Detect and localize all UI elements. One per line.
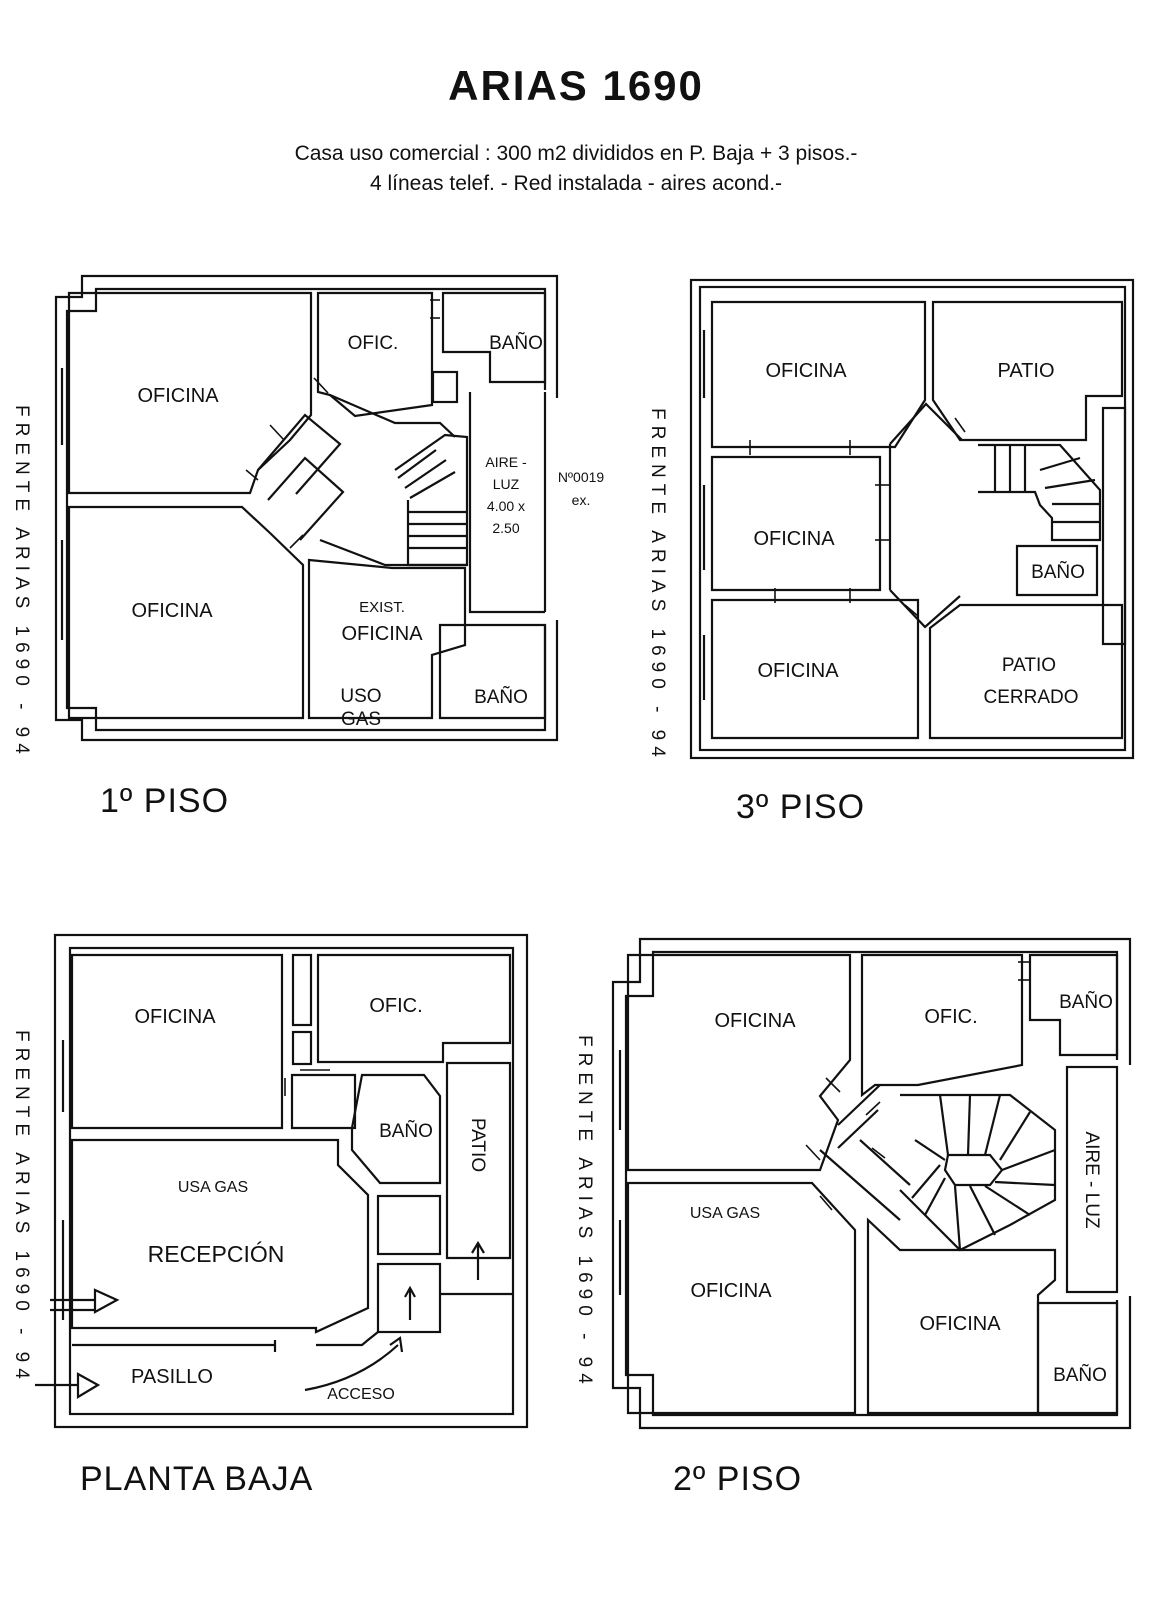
label-bano: BAÑO <box>379 1120 433 1142</box>
room-bano-bottom <box>438 623 547 720</box>
room-ofic <box>316 291 434 418</box>
label-oficina: OFICINA <box>134 1006 216 1028</box>
floor-label-piso-3: 3º PISO <box>736 788 866 826</box>
room-patio <box>931 300 1124 442</box>
outer-wall <box>65 287 547 732</box>
label-pasillo: PASILLO <box>131 1366 213 1388</box>
room-oficina-bottom <box>626 1181 857 1415</box>
label-oficina: OFICINA <box>137 385 219 407</box>
label-luz: LUZ <box>493 476 520 492</box>
label-dim: 4.00 x <box>487 498 525 514</box>
room-oficina-top <box>67 291 313 495</box>
label-gas: GAS <box>341 709 381 730</box>
front-label: FRENTE ARIAS 1690 - 94 <box>11 405 32 760</box>
outer-wall <box>53 933 529 1429</box>
room-bano <box>350 1073 442 1185</box>
label-existente: EXIST. <box>359 599 405 616</box>
label-oficina: OFICINA <box>765 360 847 382</box>
room-patio <box>445 1061 512 1260</box>
label-patio: PATIO <box>467 1118 488 1172</box>
room-oficina-mid <box>710 455 882 592</box>
label-patio: PATIO <box>997 360 1054 382</box>
floor-label-piso-2: 2º PISO <box>673 1460 803 1498</box>
description-line-1: Casa uso comercial : 300 m2 divididos en… <box>294 142 858 165</box>
room-oficina-top <box>626 953 852 1172</box>
label-oficina: OFICINA <box>690 1280 772 1302</box>
label-ofic: OFIC. <box>348 333 399 354</box>
room-oficina-top <box>710 300 927 449</box>
label-aire: AIRE - <box>485 454 527 470</box>
label-recepcion: RECEPCIÓN <box>148 1241 285 1267</box>
label-aire-luz: AIRE - LUZ <box>1081 1131 1102 1229</box>
label-oficina: OFICINA <box>714 1010 796 1032</box>
label-expediente: ex. <box>572 492 591 508</box>
label-ofic: OFIC. <box>924 1006 977 1028</box>
label-dim: 2.50 <box>492 520 519 536</box>
outer-wall <box>624 950 1119 1417</box>
front-label: FRENTE ARIAS 1690 - 94 <box>647 408 668 763</box>
room-bano-top <box>441 291 547 384</box>
label-bano: BAÑO <box>474 686 528 708</box>
label-oficina: OFICINA <box>757 660 839 682</box>
front-label: FRENTE ARIAS 1690 - 94 <box>574 1035 595 1390</box>
label-oficina: OFICINA <box>753 528 835 550</box>
floor-label-planta-baja: PLANTA BAJA <box>80 1460 314 1498</box>
label-patio: PATIO <box>1002 655 1056 676</box>
room-oficina-bottom <box>67 505 305 720</box>
label-uso: USO <box>340 686 381 707</box>
label-bano: BAÑO <box>1031 561 1085 583</box>
label-bano: BAÑO <box>1059 991 1113 1013</box>
label-cerrado: CERRADO <box>983 687 1078 708</box>
room-bano <box>1015 544 1099 597</box>
room-oficina <box>70 953 284 1130</box>
room-existente-oficina <box>307 558 467 720</box>
label-acceso: ACCESO <box>327 1386 395 1403</box>
outer-wall <box>68 946 515 1416</box>
room-bano-top <box>1028 953 1119 1057</box>
label-oficina: OFICINA <box>131 600 213 622</box>
room-patio-cerrado <box>928 603 1124 740</box>
room-ofic <box>860 953 1024 1098</box>
outer-wall <box>54 274 559 742</box>
label-oficina: OFICINA <box>919 1313 1001 1335</box>
room-ofic <box>316 953 512 1064</box>
room-hall <box>290 1073 357 1130</box>
label-oficina: OFICINA <box>341 623 423 645</box>
room-oficina-right <box>866 1217 1057 1415</box>
page-title: ARIAS 1690 <box>448 62 704 109</box>
front-label: FRENTE ARIAS 1690 - 94 <box>11 1030 32 1385</box>
label-expediente: Nº0019 <box>558 469 605 485</box>
room-recepcion <box>70 1138 370 1334</box>
room-acceso-box <box>376 1262 442 1334</box>
outer-wall <box>689 278 1135 760</box>
description-line-2: 4 líneas telef. - Red instalada - aires … <box>369 172 783 195</box>
aire-luz-shaft <box>1065 1065 1119 1294</box>
room-bano-bottom <box>1036 1301 1119 1415</box>
outer-wall <box>611 937 1132 1430</box>
label-bano: BAÑO <box>1053 1364 1107 1386</box>
label-usa-gas: USA GAS <box>178 1179 248 1196</box>
label-bano: BAÑO <box>489 332 543 354</box>
label-ofic: OFIC. <box>369 995 422 1017</box>
floor-label-piso-1: 1º PISO <box>100 782 230 820</box>
label-usa-gas: USA GAS <box>690 1205 760 1222</box>
